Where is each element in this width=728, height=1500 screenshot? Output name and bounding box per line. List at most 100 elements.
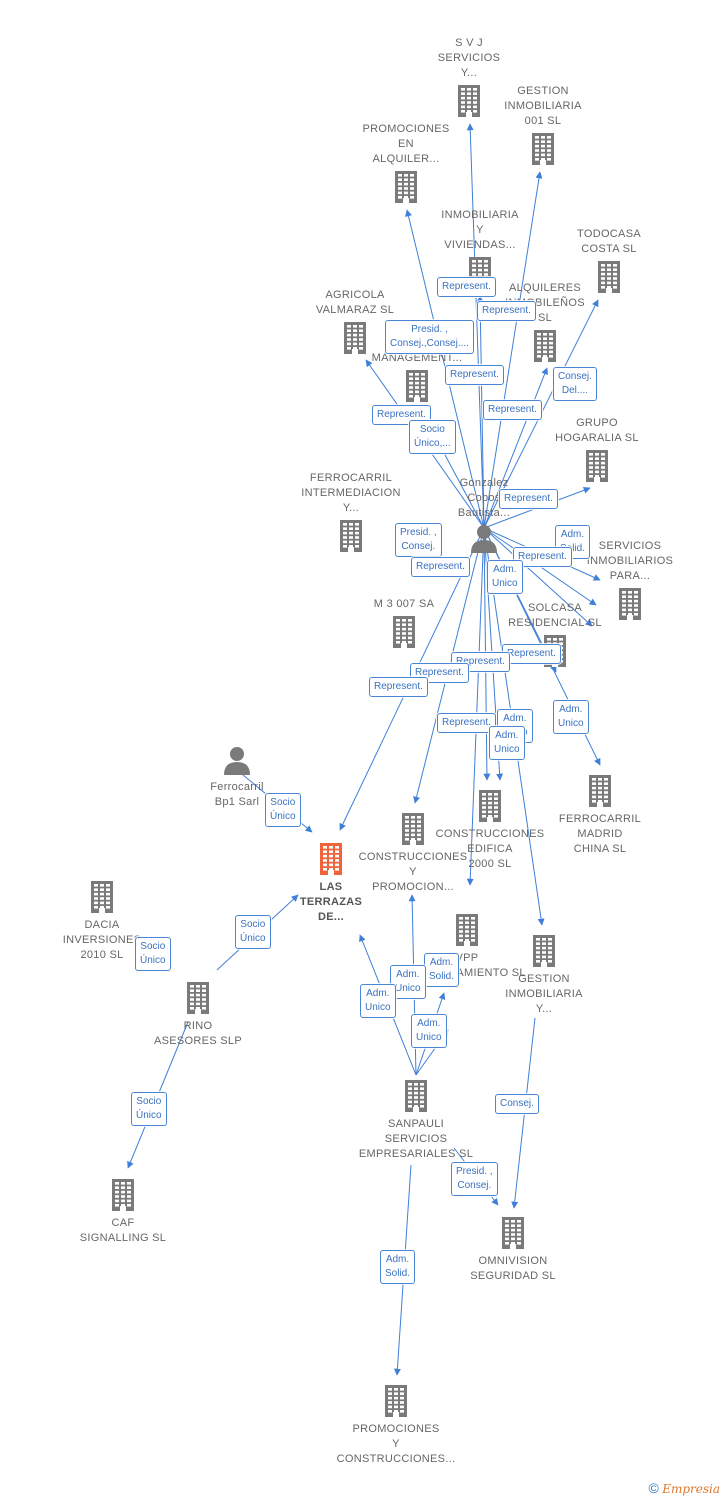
node-label: CAF SIGNALLING SL xyxy=(79,1217,167,1244)
node-label: SOLCASA RESIDENCIAL SL xyxy=(508,602,602,629)
edge xyxy=(466,123,485,529)
building-icon xyxy=(348,811,478,850)
relation-badge[interactable]: Represent. xyxy=(411,557,470,577)
relation-badge[interactable]: Presid. , Consej. xyxy=(451,1162,498,1196)
relation-badge[interactable]: Represent. xyxy=(483,400,542,420)
relation-badge[interactable]: Adm. Unico xyxy=(360,984,396,1018)
node-inmoviviendas[interactable]: INMOBILIARIA Y VIVIENDAS... xyxy=(415,208,545,294)
node-ferrobp1[interactable]: Ferrocarril Bp1 Sarl xyxy=(172,745,302,810)
building-icon xyxy=(480,328,610,367)
relation-badge[interactable]: Socio Único xyxy=(135,937,171,971)
node-label: DACIA INVERSIONES 2010 SL xyxy=(62,919,142,961)
relation-badge[interactable]: Consej. Del.... xyxy=(553,367,597,401)
node-label: AGRICOLA VALMARAZ SL xyxy=(315,289,395,316)
building-icon xyxy=(402,912,532,951)
footer: © Empresia xyxy=(649,1480,720,1496)
node-label: S V J SERVICIOS Y... xyxy=(437,37,501,79)
node-label: PROMOCIONES EN ALQUILER... xyxy=(362,123,450,165)
building-icon xyxy=(478,131,608,170)
relation-badge[interactable]: Represent. xyxy=(502,644,561,664)
edge xyxy=(466,527,485,886)
node-serviciosinmo[interactable]: SERVICIOS INMOBILIARIOS PARA... xyxy=(565,539,695,625)
relation-badge[interactable]: Adm. Solid. xyxy=(424,953,460,987)
relation-badge[interactable]: Presid. , Consej.,Consej.... xyxy=(385,320,474,354)
node-label: SANPAULI SERVICIOS EMPRESARIALES SL xyxy=(358,1118,474,1160)
node-ferrointermed[interactable]: FERROCARRIL INTERMEDIACION Y... xyxy=(286,471,416,557)
edge xyxy=(483,367,548,529)
relation-badge[interactable]: Represent. xyxy=(513,547,572,567)
building-icon xyxy=(331,1383,461,1422)
relation-badge[interactable]: Adm. Unico xyxy=(411,1014,447,1048)
relation-badge[interactable]: Socio Único xyxy=(235,915,271,949)
building-icon xyxy=(341,169,471,208)
building-icon xyxy=(448,1215,578,1254)
node-sanpauli[interactable]: SANPAULI SERVICIOS EMPRESARIALES SL xyxy=(351,1078,481,1162)
node-label: M 3 007 SA xyxy=(373,598,435,610)
building-icon xyxy=(352,368,482,407)
building-icon xyxy=(266,841,396,880)
node-grupohogaralia[interactable]: GRUPO HOGARALIA SL xyxy=(532,416,662,487)
building-icon xyxy=(565,586,695,625)
node-label: GESTION INMOBILIARIA 001 SL xyxy=(504,85,582,127)
node-construedifica[interactable]: CONSTRUCCIONES EDIFICA 2000 SL xyxy=(425,788,555,872)
relation-badge[interactable]: Represent. xyxy=(499,489,558,509)
node-alquileres[interactable]: ALQUILERES INMOBILEÑOS SL xyxy=(480,281,610,367)
relation-badge[interactable]: Represent. xyxy=(437,713,496,733)
node-rino[interactable]: RINO ASESORES SLP xyxy=(133,980,263,1049)
relation-badge[interactable]: Adm. Unico xyxy=(487,560,523,594)
node-management[interactable]: MANAGEMENT... xyxy=(352,351,482,407)
node-label: GRUPO HOGARALIA SL xyxy=(555,417,639,444)
node-label: CONSTRUCCIONES Y PROMOCION... xyxy=(358,851,468,893)
relation-badge[interactable]: Represent. xyxy=(437,277,496,297)
copyright-symbol: © xyxy=(648,1480,659,1496)
relation-badge[interactable]: Represent. xyxy=(445,365,504,385)
node-label: INMOBILIARIA Y VIVIENDAS... xyxy=(441,209,519,251)
relation-badge[interactable]: Consej. xyxy=(495,1094,539,1114)
person-icon xyxy=(419,523,549,558)
node-promoconstru[interactable]: PROMOCIONES Y CONSTRUCCIONES... xyxy=(331,1383,461,1467)
building-icon xyxy=(532,448,662,487)
relation-badge[interactable]: Adm. Solid. xyxy=(380,1250,416,1284)
node-agricola[interactable]: AGRICOLA VALMARAZ SL xyxy=(290,288,420,359)
node-ferromadrid[interactable]: FERROCARRIL MADRID CHINA SL xyxy=(535,773,665,857)
building-icon xyxy=(290,320,420,359)
brand-logo[interactable]: Empresia xyxy=(662,1482,720,1496)
relation-badge[interactable]: Socio Único xyxy=(131,1092,167,1126)
relation-badge[interactable]: Adm. Unico xyxy=(489,726,525,760)
node-gestion001[interactable]: GESTION INMOBILIARIA 001 SL xyxy=(478,84,608,170)
node-label: RINO ASESORES SLP xyxy=(154,1020,242,1047)
building-icon xyxy=(133,980,263,1019)
node-lasterrazas[interactable]: LAS TERRAZAS DE... xyxy=(266,841,396,925)
node-gonzalez[interactable]: Gonzalez Cobos Bautista... xyxy=(419,476,549,558)
node-promalquiler[interactable]: PROMOCIONES EN ALQUILER... xyxy=(341,122,471,208)
relation-badge[interactable]: Socio Único xyxy=(265,793,301,827)
building-icon xyxy=(535,773,665,812)
node-svj[interactable]: S V J SERVICIOS Y... xyxy=(404,36,534,122)
node-label: Gonzalez Cobos Bautista... xyxy=(457,477,511,519)
relation-badge[interactable]: Socio Único,... xyxy=(409,420,456,454)
relation-badge[interactable]: Adm. Solid. xyxy=(555,525,591,559)
relation-badge[interactable]: Represent. xyxy=(477,301,536,321)
relation-badge[interactable]: Adm. Unico xyxy=(390,965,426,999)
node-gestioninmoy[interactable]: GESTION INMOBILIARIA Y... xyxy=(479,933,609,1017)
node-construpromo[interactable]: CONSTRUCCIONES Y PROMOCION... xyxy=(348,811,478,895)
building-icon xyxy=(58,1177,188,1216)
node-omnivision[interactable]: OMNIVISION SEGURIDAD SL xyxy=(448,1215,578,1284)
relation-badge[interactable]: Presid. , Consej. xyxy=(395,523,442,557)
building-icon xyxy=(351,1078,481,1117)
node-label: FERROCARRIL INTERMEDIACION Y... xyxy=(301,472,401,514)
building-icon xyxy=(425,788,555,827)
relation-badge[interactable]: Adm. Unico xyxy=(553,700,589,734)
node-m3007[interactable]: M 3 007 SA xyxy=(339,597,469,653)
building-icon xyxy=(286,518,416,557)
edge xyxy=(483,171,543,529)
node-label: GESTION INMOBILIARIA Y... xyxy=(505,973,583,1015)
node-dacia[interactable]: DACIA INVERSIONES 2010 SL xyxy=(37,879,167,963)
node-todocasa[interactable]: TODOCASA COSTA SL xyxy=(544,227,674,298)
node-caf[interactable]: CAF SIGNALLING SL xyxy=(58,1177,188,1246)
node-label: PROMOCIONES Y CONSTRUCCIONES... xyxy=(336,1423,456,1465)
node-label: LAS TERRAZAS DE... xyxy=(299,881,363,923)
relation-badge[interactable]: Represent. xyxy=(369,677,428,697)
